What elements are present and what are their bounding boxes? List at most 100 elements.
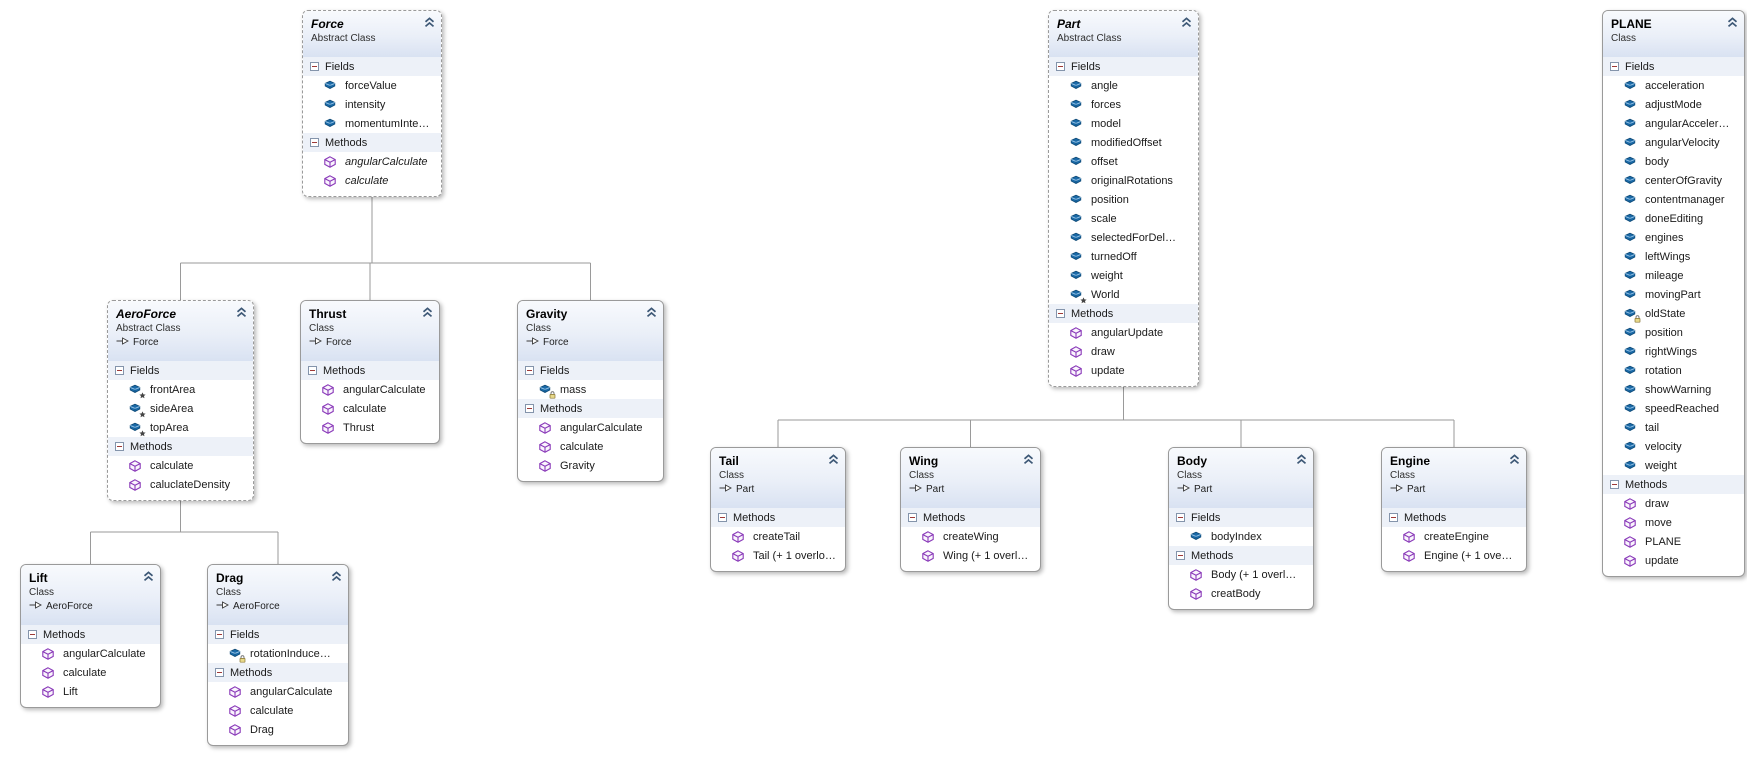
collapse-chevron-icon[interactable] xyxy=(236,307,247,318)
member-row[interactable]: Body (+ 1 overl… xyxy=(1169,565,1313,584)
member-row[interactable]: doneEditing xyxy=(1603,209,1744,228)
collapse-chevron-icon[interactable] xyxy=(1296,454,1307,465)
member-row[interactable]: calculate xyxy=(108,456,253,475)
section-collapse-toggle[interactable] xyxy=(525,366,534,375)
collapse-chevron-icon[interactable] xyxy=(422,307,433,318)
member-row[interactable]: weight xyxy=(1049,266,1198,285)
member-row[interactable]: forceValue xyxy=(303,76,441,95)
member-row[interactable]: draw xyxy=(1603,494,1744,513)
member-row[interactable]: movingPart xyxy=(1603,285,1744,304)
member-row[interactable]: createTail xyxy=(711,527,845,546)
member-row[interactable]: intensity xyxy=(303,95,441,114)
member-row[interactable]: update xyxy=(1603,551,1744,570)
member-row[interactable]: sideArea xyxy=(108,399,253,418)
member-row[interactable]: Tail (+ 1 overlo… xyxy=(711,546,845,565)
member-row[interactable]: leftWings xyxy=(1603,247,1744,266)
member-row[interactable]: rightWings xyxy=(1603,342,1744,361)
collapse-chevron-icon[interactable] xyxy=(1727,17,1738,28)
member-row[interactable]: modifiedOffset xyxy=(1049,133,1198,152)
member-row[interactable]: angularVelocity xyxy=(1603,133,1744,152)
section-collapse-toggle[interactable] xyxy=(1610,480,1619,489)
section-collapse-toggle[interactable] xyxy=(28,630,37,639)
member-row[interactable]: angle xyxy=(1049,76,1198,95)
member-row[interactable]: calculate xyxy=(303,171,441,190)
member-row[interactable]: originalRotations xyxy=(1049,171,1198,190)
member-row[interactable]: Engine (+ 1 ove… xyxy=(1382,546,1526,565)
member-row[interactable]: rotationInduce… xyxy=(208,644,348,663)
member-row[interactable]: angularCalculate xyxy=(518,418,663,437)
member-row[interactable]: angularCalculate xyxy=(303,152,441,171)
member-row[interactable]: acceleration xyxy=(1603,76,1744,95)
member-row[interactable]: position xyxy=(1603,323,1744,342)
member-row[interactable]: model xyxy=(1049,114,1198,133)
section-collapse-toggle[interactable] xyxy=(215,668,224,677)
collapse-chevron-icon[interactable] xyxy=(1181,17,1192,28)
section-collapse-toggle[interactable] xyxy=(1610,62,1619,71)
member-row[interactable]: frontArea xyxy=(108,380,253,399)
member-row[interactable]: momentumInte… xyxy=(303,114,441,133)
collapse-chevron-icon[interactable] xyxy=(143,571,154,582)
member-row[interactable]: angularAcceler… xyxy=(1603,114,1744,133)
section-collapse-toggle[interactable] xyxy=(1389,513,1398,522)
section-collapse-toggle[interactable] xyxy=(310,138,319,147)
member-row[interactable]: mass xyxy=(518,380,663,399)
section-collapse-toggle[interactable] xyxy=(1056,62,1065,71)
member-row[interactable]: Gravity xyxy=(518,456,663,475)
member-row[interactable]: showWarning xyxy=(1603,380,1744,399)
member-row[interactable]: contentmanager xyxy=(1603,190,1744,209)
member-row[interactable]: move xyxy=(1603,513,1744,532)
section-collapse-toggle[interactable] xyxy=(115,366,124,375)
member-row[interactable]: PLANE xyxy=(1603,532,1744,551)
member-row[interactable]: angularCalculate xyxy=(21,644,160,663)
member-row[interactable]: speedReached xyxy=(1603,399,1744,418)
member-row[interactable]: forces xyxy=(1049,95,1198,114)
member-row[interactable]: turnedOff xyxy=(1049,247,1198,266)
member-row[interactable]: createWing xyxy=(901,527,1040,546)
member-row[interactable]: centerOfGravity xyxy=(1603,171,1744,190)
member-row[interactable]: createEngine xyxy=(1382,527,1526,546)
member-row[interactable]: angularUpdate xyxy=(1049,323,1198,342)
member-row[interactable]: World xyxy=(1049,285,1198,304)
collapse-chevron-icon[interactable] xyxy=(828,454,839,465)
member-row[interactable]: update xyxy=(1049,361,1198,380)
member-row[interactable]: topArea xyxy=(108,418,253,437)
member-row[interactable]: calculate xyxy=(21,663,160,682)
section-collapse-toggle[interactable] xyxy=(1056,309,1065,318)
member-row[interactable]: weight xyxy=(1603,456,1744,475)
collapse-chevron-icon[interactable] xyxy=(1509,454,1520,465)
section-collapse-toggle[interactable] xyxy=(215,630,224,639)
section-collapse-toggle[interactable] xyxy=(908,513,917,522)
member-row[interactable]: Drag xyxy=(208,720,348,739)
member-row[interactable]: caluclateDensity xyxy=(108,475,253,494)
member-row[interactable]: selectedForDel… xyxy=(1049,228,1198,247)
section-collapse-toggle[interactable] xyxy=(718,513,727,522)
member-row[interactable]: body xyxy=(1603,152,1744,171)
member-row[interactable]: creatBody xyxy=(1169,584,1313,603)
section-collapse-toggle[interactable] xyxy=(1176,551,1185,560)
member-row[interactable]: scale xyxy=(1049,209,1198,228)
member-row[interactable]: Lift xyxy=(21,682,160,701)
member-row[interactable]: calculate xyxy=(518,437,663,456)
collapse-chevron-icon[interactable] xyxy=(424,17,435,28)
member-row[interactable]: position xyxy=(1049,190,1198,209)
section-collapse-toggle[interactable] xyxy=(1176,513,1185,522)
member-row[interactable]: adjustMode xyxy=(1603,95,1744,114)
member-row[interactable]: Wing (+ 1 overl… xyxy=(901,546,1040,565)
member-row[interactable]: calculate xyxy=(301,399,439,418)
section-collapse-toggle[interactable] xyxy=(115,442,124,451)
member-row[interactable]: offset xyxy=(1049,152,1198,171)
collapse-chevron-icon[interactable] xyxy=(646,307,657,318)
member-row[interactable]: angularCalculate xyxy=(208,682,348,701)
member-row[interactable]: angularCalculate xyxy=(301,380,439,399)
member-row[interactable]: engines xyxy=(1603,228,1744,247)
